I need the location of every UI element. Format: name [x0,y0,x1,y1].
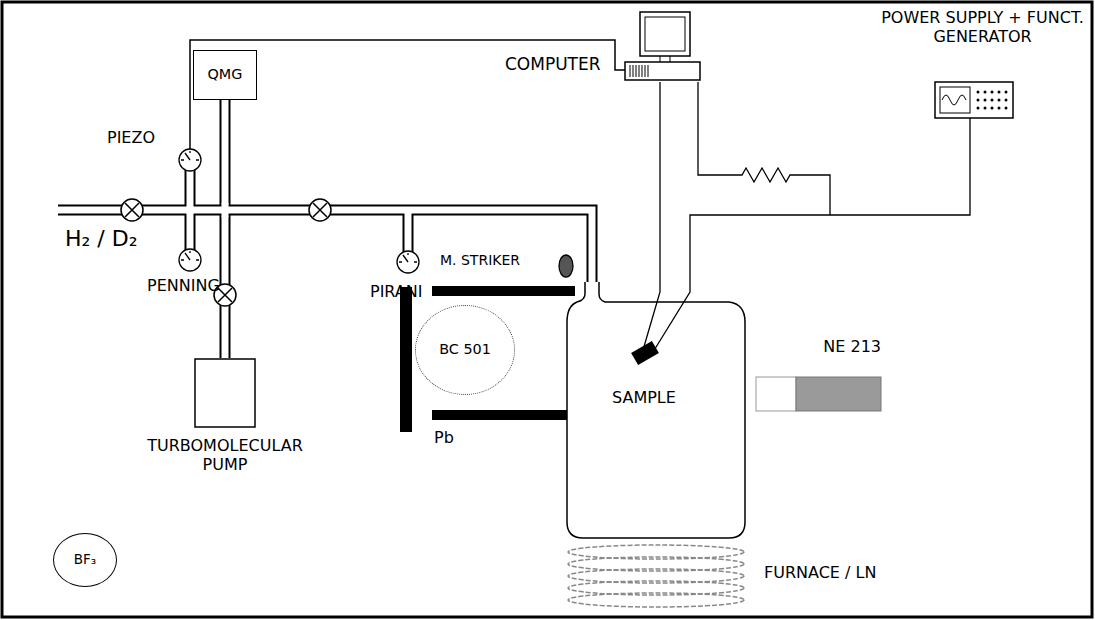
furnace-coil [568,545,744,607]
node-text: COMPUTER [505,54,601,74]
node-text: BF₃ [54,551,116,567]
bf3-counter: BF₃ [53,533,117,587]
node-text: SAMPLE [612,388,676,407]
valve [121,199,331,306]
resistor-symbol [698,82,830,215]
part-label: M. STRIKER [440,252,520,268]
gauge-label: PENNING [147,276,220,295]
neutron-detector: NE 213 [755,335,883,413]
part-label: FURNACE / LN [764,563,876,582]
pipe-connector [225,100,226,358]
gas-inlet-label: H₂ / D₂ [65,226,138,251]
node-text: QMG [194,66,256,83]
pressure-gauge [179,149,419,273]
wire-connector [660,82,661,282]
scintillator-detector: BC 501 [415,305,515,395]
power-supply: POWER SUPPLY + FUNCT. GENERATOR [880,8,1085,123]
part-label: Pb [434,428,454,447]
sample-chamber: SAMPLE [565,282,747,540]
node-text: BC 501 [416,341,514,358]
mass-spectrometer-box: QMG [193,50,257,100]
sample-chamber-outline [565,282,747,540]
gauge-label: PIEZO [107,128,155,147]
node-text: NE 213 [823,337,881,356]
node-text: TURBOMOLECULAR PUMP [135,436,315,474]
lead-shield [400,286,575,432]
signal-wire [190,40,625,149]
node-text: POWER SUPPLY + FUNCT. GENERATOR [880,8,1085,46]
gauge-label: PIRANI [370,282,422,301]
magnetic-striker [559,255,573,277]
vacuum-pipes [58,160,592,284]
computer: COMPUTER [500,10,705,85]
turbomolecular-pump: TURBOMOLECULAR PUMP [135,358,315,488]
